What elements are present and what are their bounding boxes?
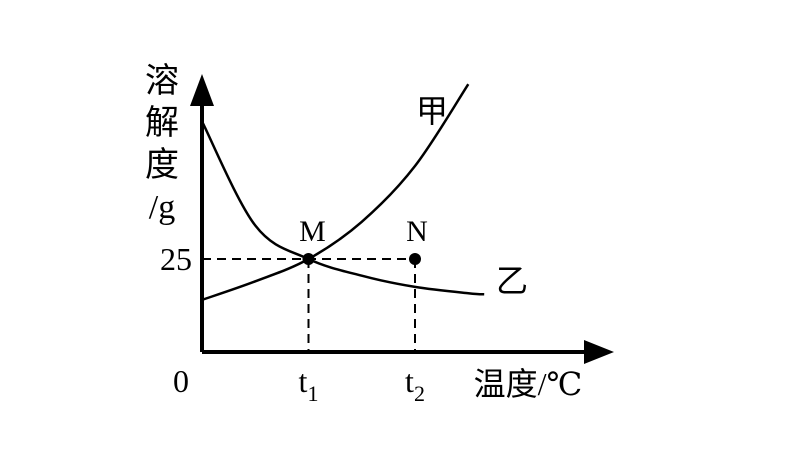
y-axis-label-line-1: 溶 <box>145 62 179 100</box>
y-axis-label-line-2: 解 <box>145 104 179 142</box>
x-tick-label-t1: t1 <box>299 363 319 406</box>
series-jia-label: 甲 <box>416 93 448 129</box>
origin-label: 0 <box>173 363 189 399</box>
y-axis-arrow <box>190 74 214 106</box>
x-axis-label: 温度/℃ <box>474 366 583 402</box>
x-tick-label-t2: t2 <box>405 363 425 406</box>
point-n-label: N <box>406 215 428 248</box>
y-axis-label-line-3: 度 <box>145 146 179 184</box>
series-jia-curve <box>201 83 470 302</box>
x-axis-arrow <box>584 340 614 364</box>
series-yi-label: 乙 <box>496 263 528 299</box>
point-m <box>302 253 315 265</box>
point-n <box>409 253 421 265</box>
y-axis-label-line-4: /g <box>149 189 175 226</box>
point-m-label: M <box>299 215 326 248</box>
y-tick-label-25: 25 <box>160 241 192 277</box>
series-yi-curve <box>200 120 485 296</box>
